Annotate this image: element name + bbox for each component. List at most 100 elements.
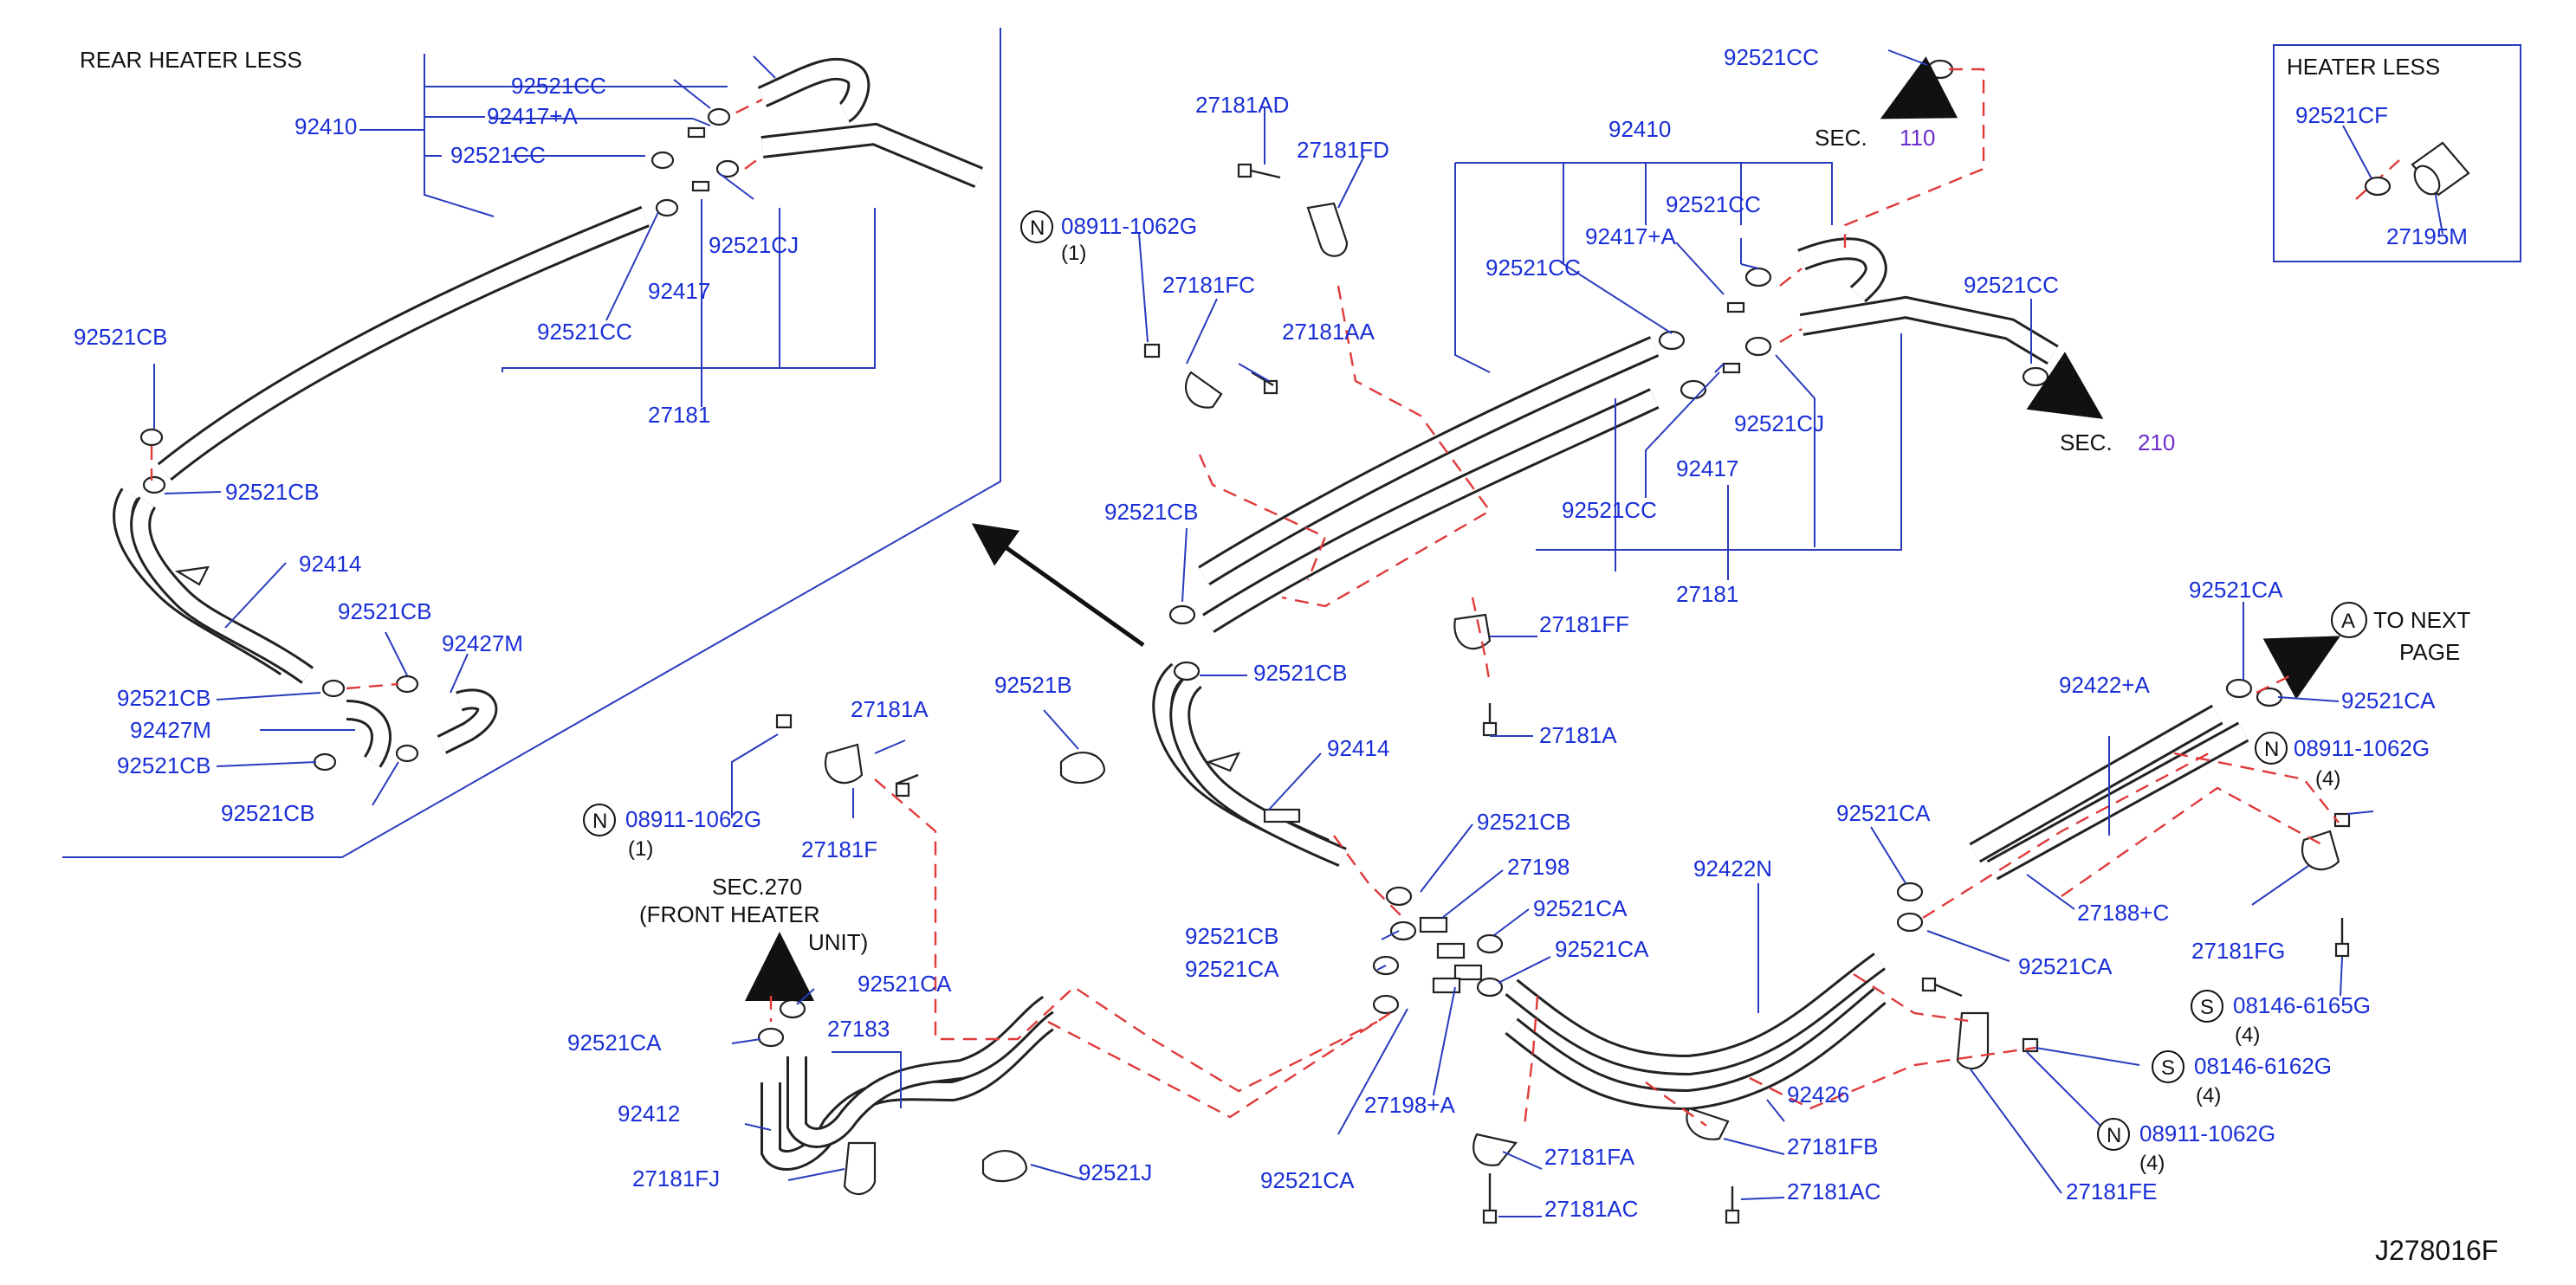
- label-92521CJ: 92521CJ: [709, 232, 799, 258]
- label-27181A: 27181A: [851, 696, 929, 722]
- front-heater-text: (FRONT HEATER: [639, 901, 819, 927]
- svg-text:A: A: [2341, 610, 2355, 633]
- label-27181FB: 27181FB: [1787, 1133, 1879, 1159]
- label-92521CC: 92521CC: [1485, 255, 1581, 281]
- label-92521CF: 92521CF: [2295, 102, 2388, 128]
- inset-heater-less: HEATER LESS 92521CF 27195M: [2273, 44, 2521, 262]
- sec110-text: SEC.: [1815, 125, 1867, 151]
- label-08911-1062G: 08911-1062G: [2139, 1120, 2275, 1146]
- qty-1: (1): [1061, 242, 1086, 265]
- sec110-arrow: [1880, 56, 1958, 119]
- label-92521CB: 92521CB: [338, 598, 431, 624]
- label-92521CC: 92521CC: [450, 142, 546, 168]
- symbol-n-4: N: [2097, 1118, 2130, 1151]
- label-27183: 27183: [827, 1016, 890, 1042]
- qty-4: (4): [2235, 1023, 2260, 1047]
- label-27181AC: 27181AC: [1544, 1196, 1638, 1222]
- inset-title: REAR HEATER LESS: [80, 47, 302, 73]
- label-92422A: 92422+A: [2059, 672, 2150, 698]
- label-27181AD: 27181AD: [1195, 92, 1289, 118]
- label-27181A: 27181A: [1539, 722, 1617, 748]
- svg-text:N: N: [1030, 216, 1045, 240]
- label-92417A: 92417+A: [1585, 223, 1676, 249]
- label-92521CA: 92521CA: [2189, 577, 2283, 603]
- sec210-text: SEC.: [2060, 429, 2113, 455]
- inset-leaders: [153, 54, 876, 806]
- qty-4: (4): [2196, 1084, 2221, 1107]
- symbol-n-1: N: [1020, 210, 1053, 243]
- label-92521CB: 92521CB: [117, 685, 210, 711]
- unit-text: UNIT): [808, 929, 868, 955]
- label-92427M: 92427M: [130, 717, 211, 743]
- label-92521CA: 92521CA: [858, 971, 952, 997]
- label-27195M: 27195M: [2386, 223, 2468, 249]
- next-page-arrow: [2262, 636, 2341, 700]
- diagram-code: J278016F: [2375, 1235, 2498, 1266]
- label-92422N: 92422N: [1693, 856, 1772, 881]
- inset-pointer-arrow: [971, 523, 1145, 648]
- label-27181FG: 27181FG: [2191, 938, 2285, 964]
- label-92521CB: 92521CB: [225, 479, 319, 505]
- label-92410: 92410: [1608, 116, 1671, 142]
- label-27181AC: 27181AC: [1787, 1178, 1880, 1204]
- label-27181FA: 27181FA: [1544, 1144, 1635, 1170]
- label-92417: 92417: [1676, 455, 1738, 481]
- label-27181FF: 27181FF: [1539, 611, 1629, 637]
- label-27198: 27198: [1507, 854, 1570, 880]
- to-next-text: TO NEXT: [2373, 607, 2470, 633]
- label-08911-1062G: 08911-1062G: [1061, 213, 1197, 239]
- label-08146-6162G: 08146-6162G: [2194, 1053, 2332, 1079]
- hose-92410: [1198, 237, 2059, 634]
- svg-text:S: S: [2161, 1056, 2175, 1080]
- joint-27198: [1419, 916, 1483, 994]
- inset-hose-92414: [113, 488, 314, 684]
- svg-text:N: N: [2264, 738, 2279, 761]
- label-27188C: 27188+C: [2077, 900, 2169, 926]
- label-27181FE: 27181FE: [2066, 1178, 2158, 1204]
- label-27181FJ: 27181FJ: [632, 1166, 720, 1191]
- label-27181FC: 27181FC: [1162, 272, 1255, 298]
- svg-text:N: N: [592, 810, 607, 833]
- hose-92422n: [1505, 952, 1887, 1111]
- label-92417: 92417: [648, 278, 710, 304]
- leaders-main: [731, 49, 2374, 1217]
- qty-4: (4): [2315, 767, 2340, 791]
- qty-4: (4): [2139, 1152, 2165, 1175]
- inset-clamps: [139, 107, 740, 772]
- sec270-text: SEC.270: [712, 874, 802, 900]
- qty-1: (1): [628, 837, 653, 861]
- label-92417A: 92417+A: [487, 103, 578, 129]
- label-27181FD: 27181FD: [1297, 137, 1389, 163]
- label-92521CA: 92521CA: [1533, 895, 1628, 921]
- ties: [981, 752, 1106, 1183]
- label-27198A: 27198+A: [1364, 1092, 1455, 1118]
- label-27181: 27181: [648, 402, 710, 428]
- hose-27195m: [2411, 141, 2470, 197]
- label-92521CC: 92521CC: [537, 319, 632, 345]
- inset-hose-92427m: [346, 688, 498, 768]
- label-92521CB: 92521CB: [74, 324, 167, 350]
- symbol-n-3: N: [2255, 732, 2288, 765]
- label-92521CB: 92521CB: [1104, 499, 1198, 525]
- page-text: PAGE: [2399, 639, 2460, 665]
- label-92521B: 92521B: [994, 672, 1072, 698]
- label-92521CC: 92521CC: [1964, 272, 2059, 298]
- label-92521CA: 92521CA: [1185, 956, 1279, 982]
- label-92521CA: 92521CA: [1260, 1167, 1355, 1193]
- main-diagram: N N N S S N A 92521CC SEC. 110 2718: [567, 44, 2470, 1224]
- label-92521CB: 92521CB: [221, 800, 314, 826]
- label-92521CB: 92521CB: [1253, 660, 1347, 686]
- symbol-n-2: N: [583, 804, 616, 836]
- hose-92414: [1152, 662, 1347, 868]
- sec210-arrow: [2026, 352, 2104, 419]
- symbol-a: A: [2331, 602, 2367, 638]
- label-92521CA: 92521CA: [1555, 936, 1649, 962]
- label-92521CJ: 92521CJ: [1734, 410, 1824, 436]
- label-92521CC: 92521CC: [1562, 497, 1657, 523]
- label-92521CC: 92521CC: [511, 73, 606, 99]
- routing-dashes: [769, 68, 2340, 1127]
- label-08911-1062G: 08911-1062G: [625, 806, 761, 832]
- svg-text:N: N: [2107, 1124, 2121, 1147]
- symbol-s-1: S: [2191, 990, 2223, 1023]
- label-27181: 27181: [1676, 581, 1738, 607]
